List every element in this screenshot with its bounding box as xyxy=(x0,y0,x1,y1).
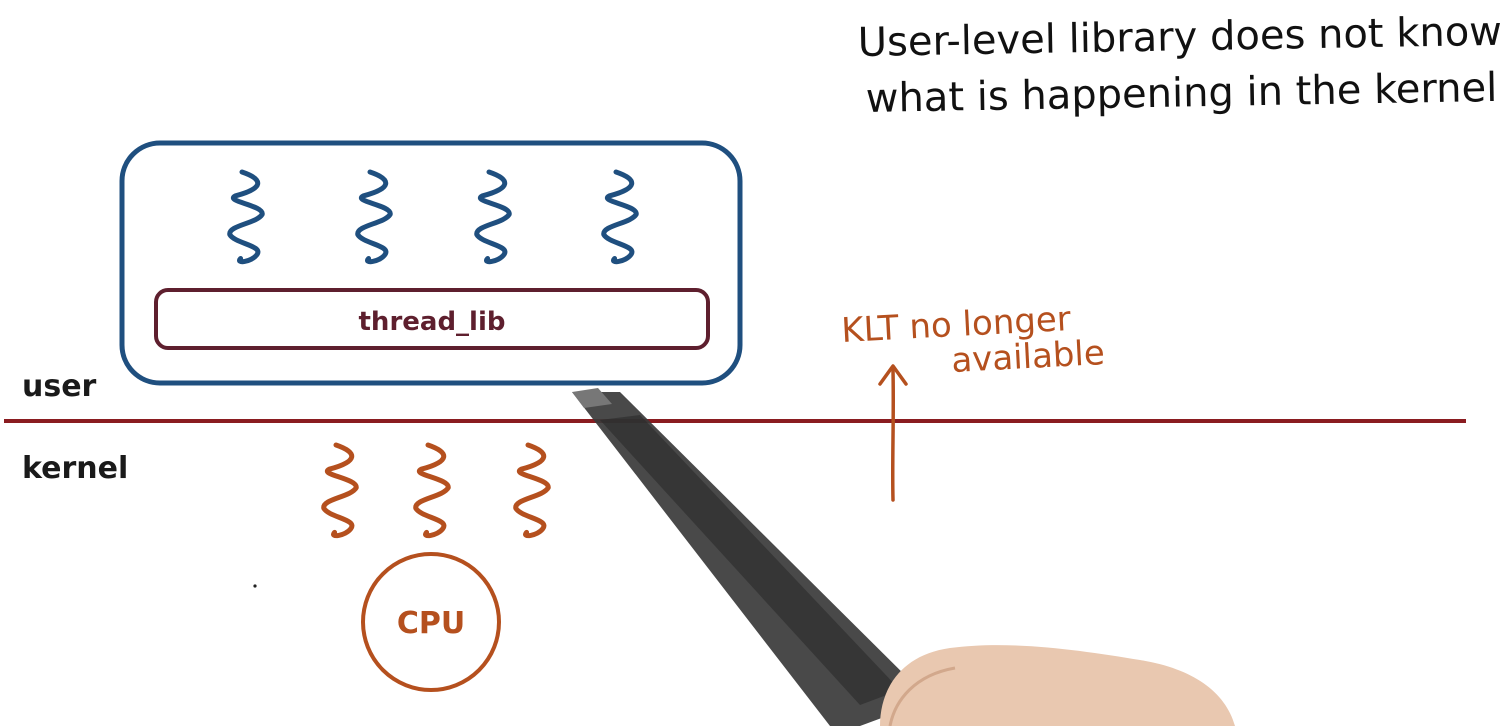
kernel-label: kernel xyxy=(22,451,128,486)
note-line-2: what is happening in the kernel xyxy=(865,65,1497,122)
thread-library-box xyxy=(154,288,710,350)
kernel-threads xyxy=(321,442,551,539)
user-label: user xyxy=(22,369,97,404)
note-line-1: User-level library does not know xyxy=(857,9,1502,66)
user-thread-icon xyxy=(355,169,393,265)
user-threads xyxy=(227,169,639,265)
cpu-circle xyxy=(361,552,501,692)
upward-arrow-icon xyxy=(878,364,908,502)
klt-annotation-line-2: available xyxy=(950,333,1105,381)
kernel-thread-icon xyxy=(513,442,551,539)
pen-icon xyxy=(572,388,930,726)
cpu-label: CPU xyxy=(397,606,465,641)
user-thread-icon xyxy=(227,169,265,265)
thread-library-label: thread_lib xyxy=(359,307,506,337)
kernel-thread-icon xyxy=(321,442,359,539)
hand-icon xyxy=(880,645,1235,726)
user-thread-icon xyxy=(474,169,512,265)
user-thread-icon xyxy=(601,169,639,265)
stray-dot xyxy=(253,584,257,588)
user-process-box xyxy=(119,140,743,386)
kernel-thread-icon xyxy=(413,442,451,539)
